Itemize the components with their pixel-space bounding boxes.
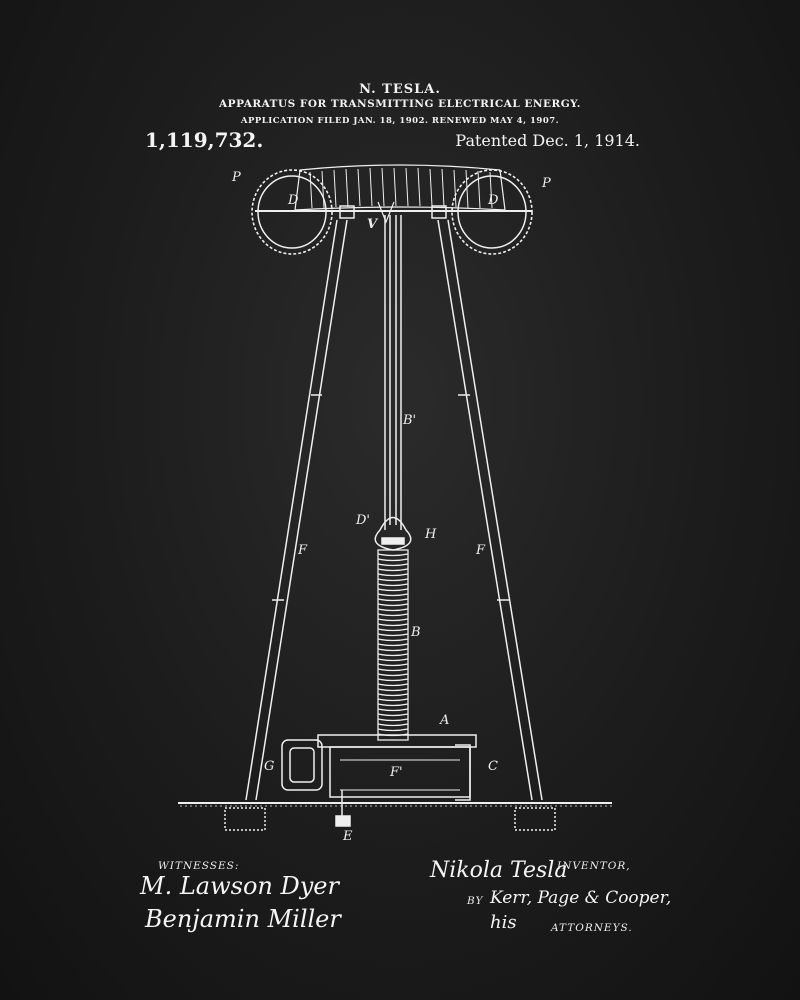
witnesses-label: WITNESSES: <box>158 860 240 872</box>
inventor-name: N. TESLA. <box>359 82 441 97</box>
label-p-left: P <box>232 170 241 185</box>
tower-legs <box>245 219 543 801</box>
label-f-prime: F' <box>390 765 403 780</box>
label-a: A <box>440 713 450 728</box>
inventor-label: INVENTOR, <box>557 860 631 872</box>
patented-date: Patented Dec. 1, 1914. <box>455 131 640 150</box>
secondary-coil <box>377 549 409 741</box>
label-b-prime: B' <box>403 413 417 428</box>
label-c: C <box>488 759 498 774</box>
label-e: E <box>343 829 353 844</box>
label-d-right: D <box>488 193 499 208</box>
base-assembly <box>281 734 477 801</box>
label-v: V <box>367 217 378 232</box>
label-b: B <box>411 625 421 640</box>
label-h: H <box>425 527 437 542</box>
attorneys-signature: Kerr, Page & Cooper, <box>490 888 672 908</box>
attorneys-label: ATTORNEYS. <box>551 922 633 934</box>
witness-signature-2: Benjamin Miller <box>145 905 341 933</box>
patent-number: 1,119,732. <box>145 128 264 152</box>
label-d-prime: D' <box>356 513 370 528</box>
witness-signature-1: M. Lawson Dyer <box>140 872 339 900</box>
label-d-left: D <box>288 193 299 208</box>
label-f-left: F <box>298 543 308 558</box>
filing-line: APPLICATION FILED JAN. 18, 1902. RENEWED… <box>240 116 560 126</box>
label-p-right: P <box>542 176 551 191</box>
toroid-terminal <box>251 164 533 255</box>
ground <box>178 790 612 831</box>
his-label: his <box>490 912 517 933</box>
patent-title: APPARATUS FOR TRANSMITTING ELECTRICAL EN… <box>219 98 581 110</box>
by-label: BY <box>467 895 484 907</box>
central-tube <box>374 215 412 551</box>
inventor-signature: Nikola Tesla <box>430 858 568 883</box>
label-f-right: F <box>476 543 486 558</box>
label-g: G <box>264 759 275 774</box>
